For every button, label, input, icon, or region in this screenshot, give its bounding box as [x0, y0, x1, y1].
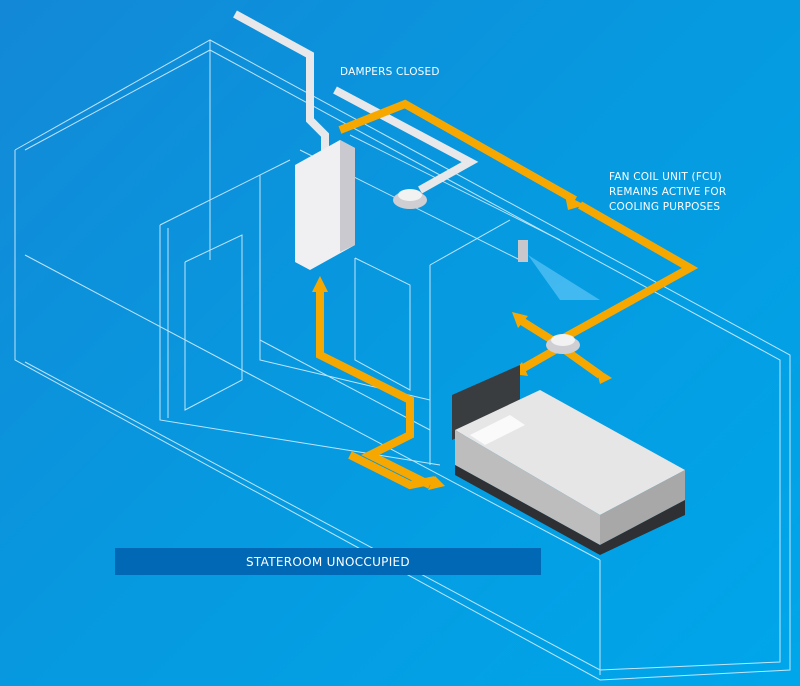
sensor-icon [518, 240, 600, 300]
status-banner: STATEROOM UNOCCUPIED [115, 548, 541, 575]
airflow-arrows [316, 99, 699, 490]
fcu-label-line3: COOLING PURPOSES [609, 201, 721, 213]
bed-icon [452, 365, 685, 555]
ceiling-diffuser-icon [393, 189, 580, 354]
fcu-label-line1: FAN COIL UNIT (FCU) [609, 171, 722, 183]
fan-coil-unit [295, 140, 355, 270]
fcu-label-line2: REMAINS ACTIVE FOR [609, 186, 727, 198]
room-outline [14, 39, 791, 681]
fcu-label: FAN COIL UNIT (FCU) REMAINS ACTIVE FOR C… [609, 170, 726, 215]
dampers-closed-label: DAMPERS CLOSED [340, 66, 440, 78]
